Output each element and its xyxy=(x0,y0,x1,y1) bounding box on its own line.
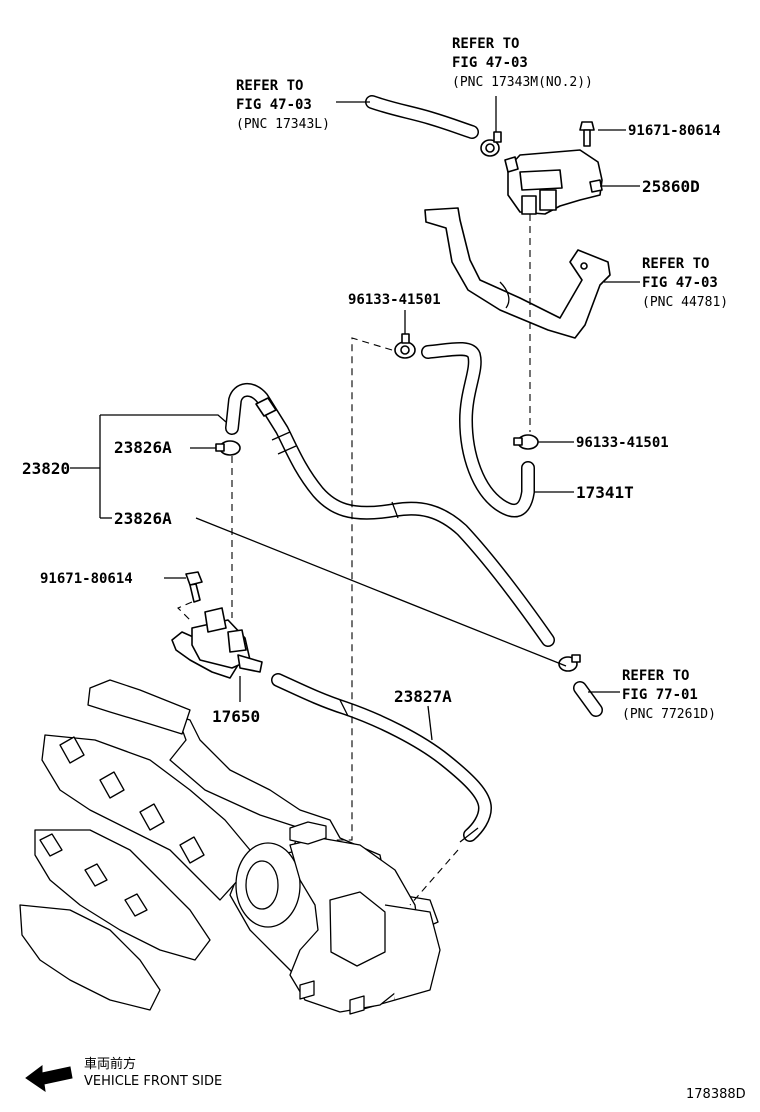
direction-label-jp: 車両前方 xyxy=(84,1056,136,1072)
hose-23826a xyxy=(225,383,555,647)
hose-17341t xyxy=(421,342,535,518)
ref-17343l-line2: FIG 47-03 xyxy=(236,97,312,113)
bracket-44781 xyxy=(424,207,611,339)
part-label-17650[interactable]: 17650 xyxy=(212,707,260,726)
front-direction-arrow-icon xyxy=(25,1065,73,1093)
hose-stub-77261d xyxy=(573,681,603,717)
ref-77261d-line3: (PNC 77261D) xyxy=(622,707,716,722)
direction-label-en: VEHICLE FRONT SIDE xyxy=(84,1074,222,1089)
ref-77261d-line2: FIG 77-01 xyxy=(622,687,698,703)
ref-44781-line3: (PNC 44781) xyxy=(642,295,728,310)
ref-17343l-line1: REFER TO xyxy=(236,78,303,94)
assembly-dashed-lines xyxy=(177,214,531,906)
connector-near-hose-icon xyxy=(255,397,277,417)
part-label-25860d[interactable]: 25860D xyxy=(642,177,700,196)
clamp-right-icon xyxy=(513,434,539,450)
figure-code: 178388D xyxy=(686,1087,746,1102)
clamp-17343m-icon xyxy=(480,131,502,157)
vsv-25860d xyxy=(504,149,603,215)
ref-17343m-line2: FIG 47-03 xyxy=(452,55,528,71)
ref-44781-line1: REFER TO xyxy=(642,256,709,272)
leader-lines xyxy=(70,96,640,741)
part-label-clamp-right[interactable]: 96133-41501 xyxy=(576,435,669,451)
hose-17343l xyxy=(365,95,479,139)
hose-23827a xyxy=(271,673,492,843)
part-label-bolt-top[interactable]: 91671-80614 xyxy=(628,123,721,139)
engine-block-outline xyxy=(19,679,441,1015)
part-label-17341t[interactable]: 17341T xyxy=(576,483,634,502)
part-label-23827a[interactable]: 23827A xyxy=(394,687,452,706)
clamp-23826a-icon xyxy=(215,440,241,456)
bolt-top-icon xyxy=(579,121,595,147)
clamp-77261d-icon xyxy=(558,654,581,672)
ref-17343l-line3: (PNC 17343L) xyxy=(236,117,330,132)
part-label-23826a-upper[interactable]: 23826A xyxy=(114,438,172,457)
bolt-left-icon xyxy=(185,571,203,603)
ref-17343m-line1: REFER TO xyxy=(452,36,519,52)
part-label-23820[interactable]: 23820 xyxy=(22,459,70,478)
part-label-bolt-left[interactable]: 91671-80614 xyxy=(40,571,133,587)
ref-44781-line2: FIG 47-03 xyxy=(642,275,718,291)
part-label-clamp-mid[interactable]: 96133-41501 xyxy=(348,292,441,308)
part-label-23826a-lower[interactable]: 23826A xyxy=(114,509,172,528)
clamp-mid-icon xyxy=(394,333,416,359)
ref-17343m-line3: (PNC 17343M(NO.2)) xyxy=(452,75,593,90)
vsv-17650 xyxy=(171,607,263,679)
ref-77261d-line1: REFER TO xyxy=(622,668,689,684)
